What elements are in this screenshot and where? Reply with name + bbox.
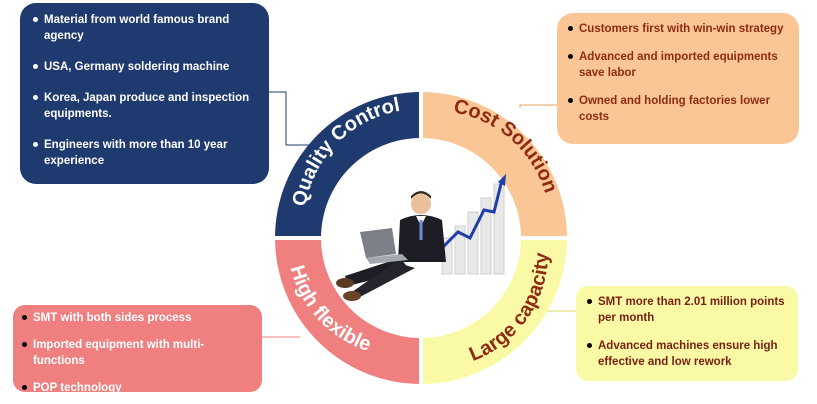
list-item: USA, Germany soldering machine [32,59,259,75]
list-item: Owned and holding factories lower costs [567,93,789,125]
large-capacity-box: SMT more than 2.01 million points per mo… [576,286,798,381]
list-item: Advanced and imported equipments save la… [567,49,789,81]
businessman-illustration [336,174,506,301]
list-item: Customers first with win-win strategy [567,21,789,37]
connector-cost-solution [519,104,557,108]
list-item: Engineers with more than 10 year experie… [32,137,259,169]
list-item: Material from world famous brand agency [32,12,259,44]
segment-large-capacity [421,238,567,384]
list-item: SMT with both sides process [21,310,254,326]
segment-cost-solution [421,92,567,238]
list-item: Advanced machines ensure high effective … [586,338,788,370]
growth-chart-icon [438,174,506,275]
high-flexible-box: SMT with both sides process Imported equ… [13,305,262,394]
list-item: Korea, Japan produce and inspection equi… [32,90,259,122]
cost-solution-box: Customers first with win-win strategy Ad… [557,13,799,144]
list-item: SMT more than 2.01 million points per mo… [586,294,788,326]
segment-quality-control [275,92,421,238]
list-item: Imported equipment with multi-functions [21,337,254,369]
connector-quality-control [269,91,322,146]
quality-control-box: Material from world famous brand agency … [20,3,269,184]
list-item: POP technology [21,380,254,396]
segment-high-flexible [275,238,421,384]
